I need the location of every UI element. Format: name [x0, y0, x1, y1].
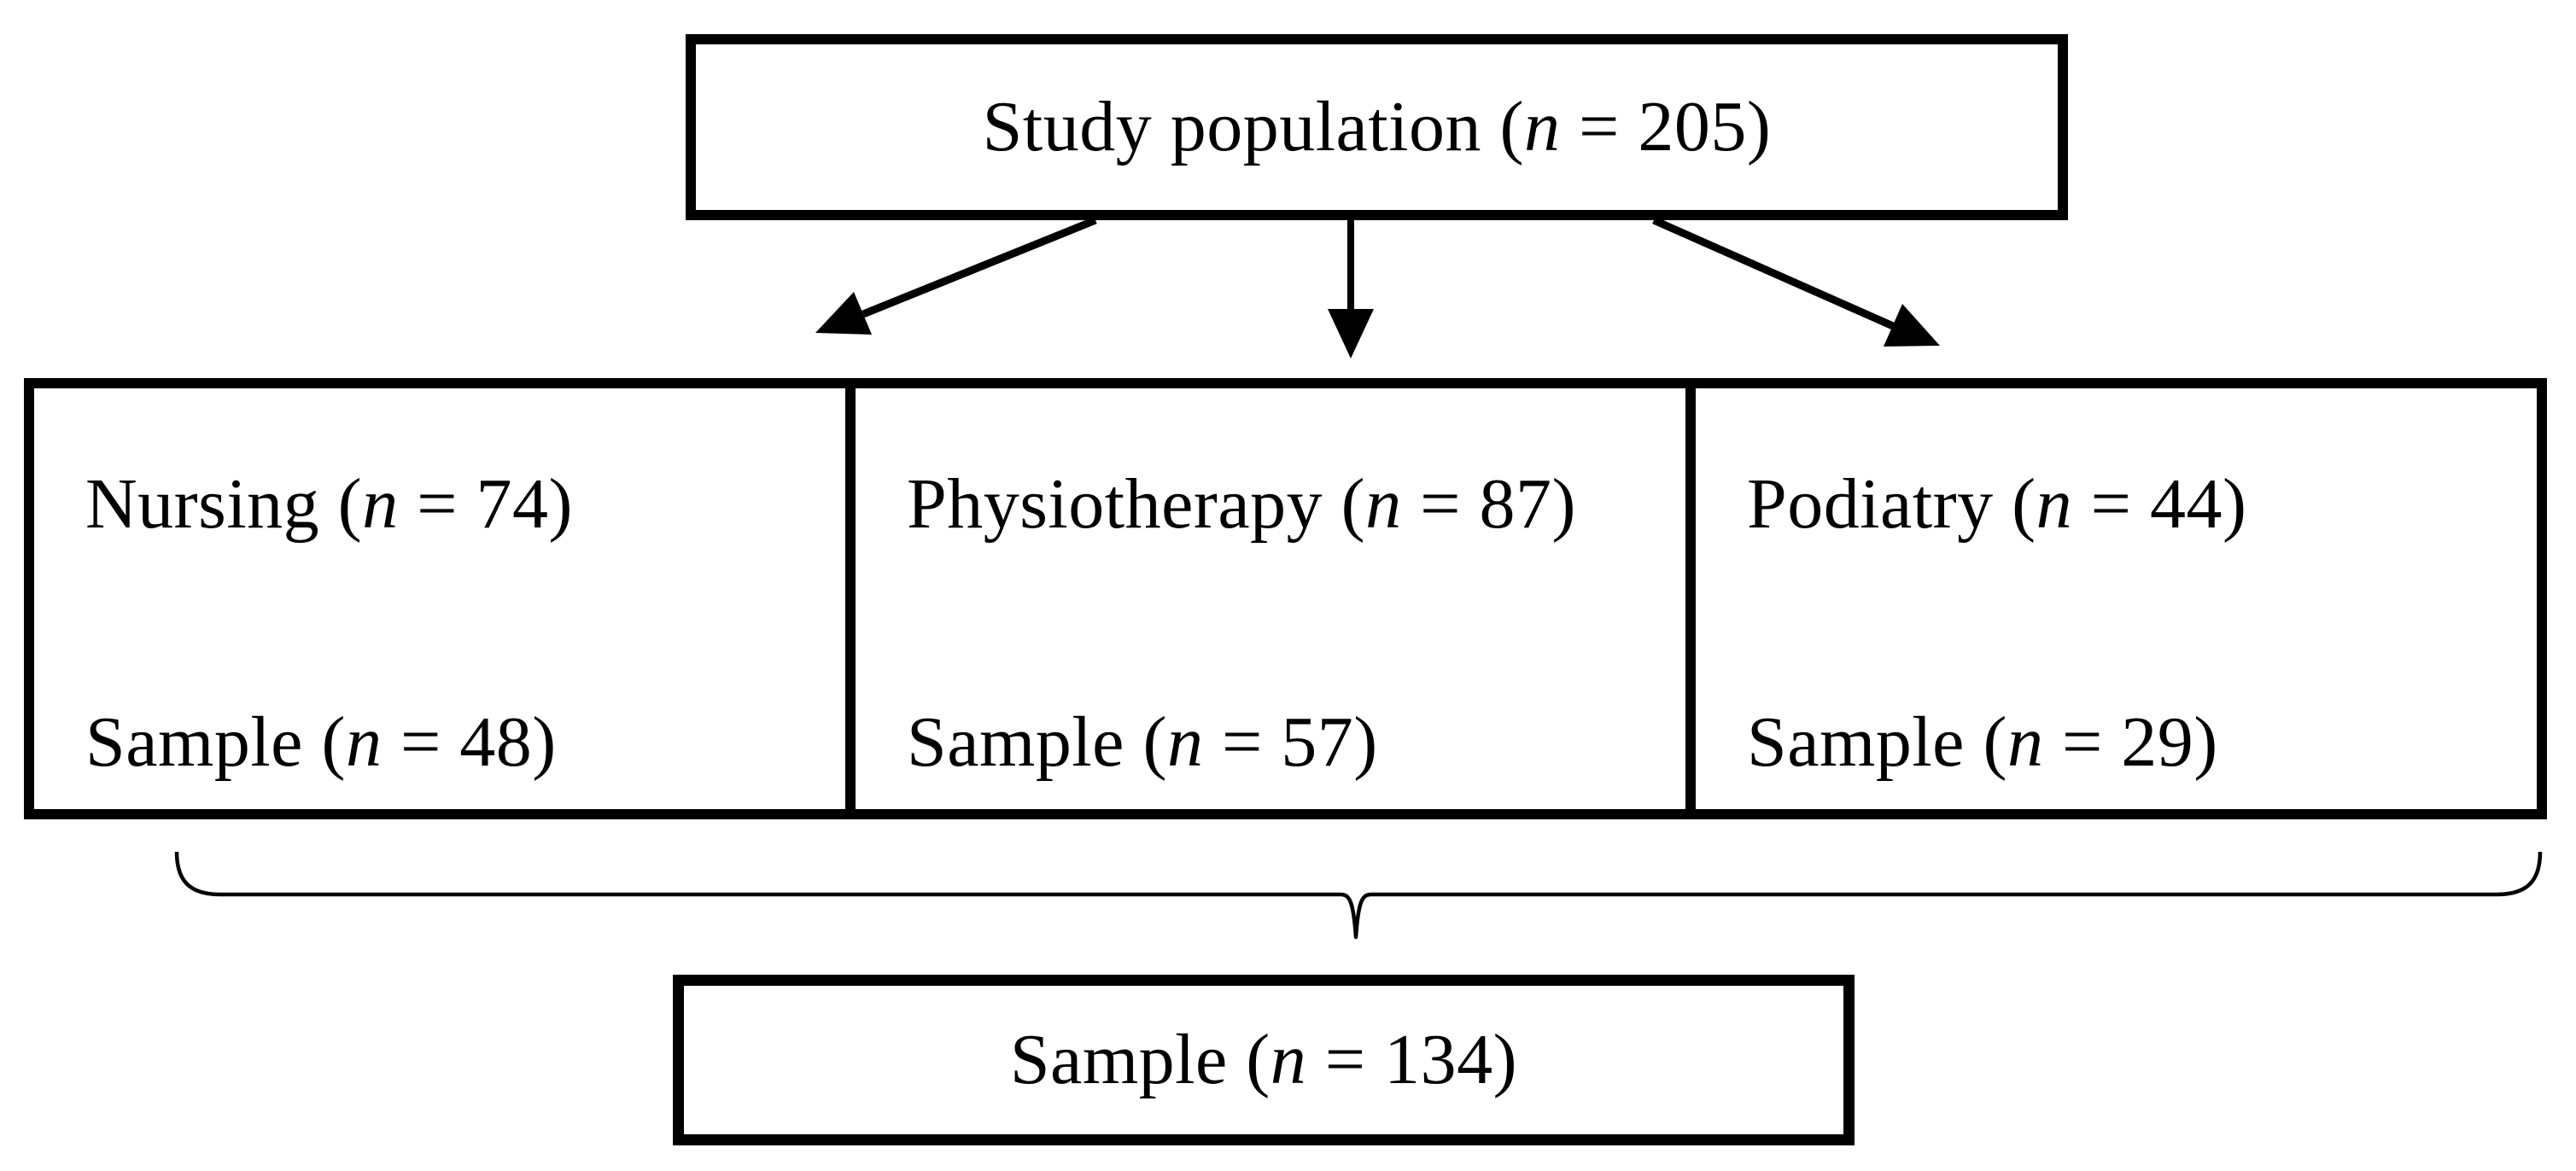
branch-row: Nursing (n = 74) Sample (n = 48) Physiot… [24, 378, 2547, 819]
physiotherapy-sample-label: Sample (n = 57) [907, 702, 1378, 782]
arrow-top-to-podiatry-shaft [1652, 216, 1895, 330]
total-sample-suffix: = 134) [1306, 1019, 1518, 1099]
nursing-sample-label: Sample (n = 48) [85, 702, 557, 782]
physiotherapy-group-label: Physiotherapy (n = 87) [907, 464, 1576, 544]
study-population-label: Study population (n = 205) [982, 86, 1772, 166]
total-sample-n-symbol: n [1270, 1019, 1307, 1099]
study-population-n-symbol: n [1523, 86, 1561, 166]
physiotherapy-cell: Physiotherapy (n = 87) Sample (n = 57) [856, 388, 1696, 809]
podiatry-group-label: Podiatry (n = 44) [1747, 464, 2247, 544]
podiatry-sample-label: Sample (n = 29) [1747, 702, 2218, 782]
nursing-cell: Nursing (n = 74) Sample (n = 48) [34, 388, 856, 809]
total-sample-prefix: Sample ( [1009, 1019, 1270, 1099]
nursing-group-label: Nursing (n = 74) [85, 464, 573, 544]
brace [174, 851, 2543, 940]
study-population-prefix: Study population ( [982, 86, 1524, 166]
total-sample-label: Sample (n = 134) [1009, 1019, 1518, 1099]
arrow-top-to-physiotherapy-head [1328, 309, 1374, 358]
study-population-suffix: = 205) [1560, 86, 1772, 166]
arrow-top-to-nursing-head [815, 292, 872, 335]
total-sample-box: Sample (n = 134) [673, 975, 1855, 1145]
podiatry-cell: Podiatry (n = 44) Sample (n = 29) [1696, 388, 2526, 809]
study-population-box: Study population (n = 205) [686, 34, 2068, 220]
arrow-top-to-nursing-shaft [862, 216, 1097, 318]
arrow-top-to-podiatry-head [1884, 304, 1940, 347]
